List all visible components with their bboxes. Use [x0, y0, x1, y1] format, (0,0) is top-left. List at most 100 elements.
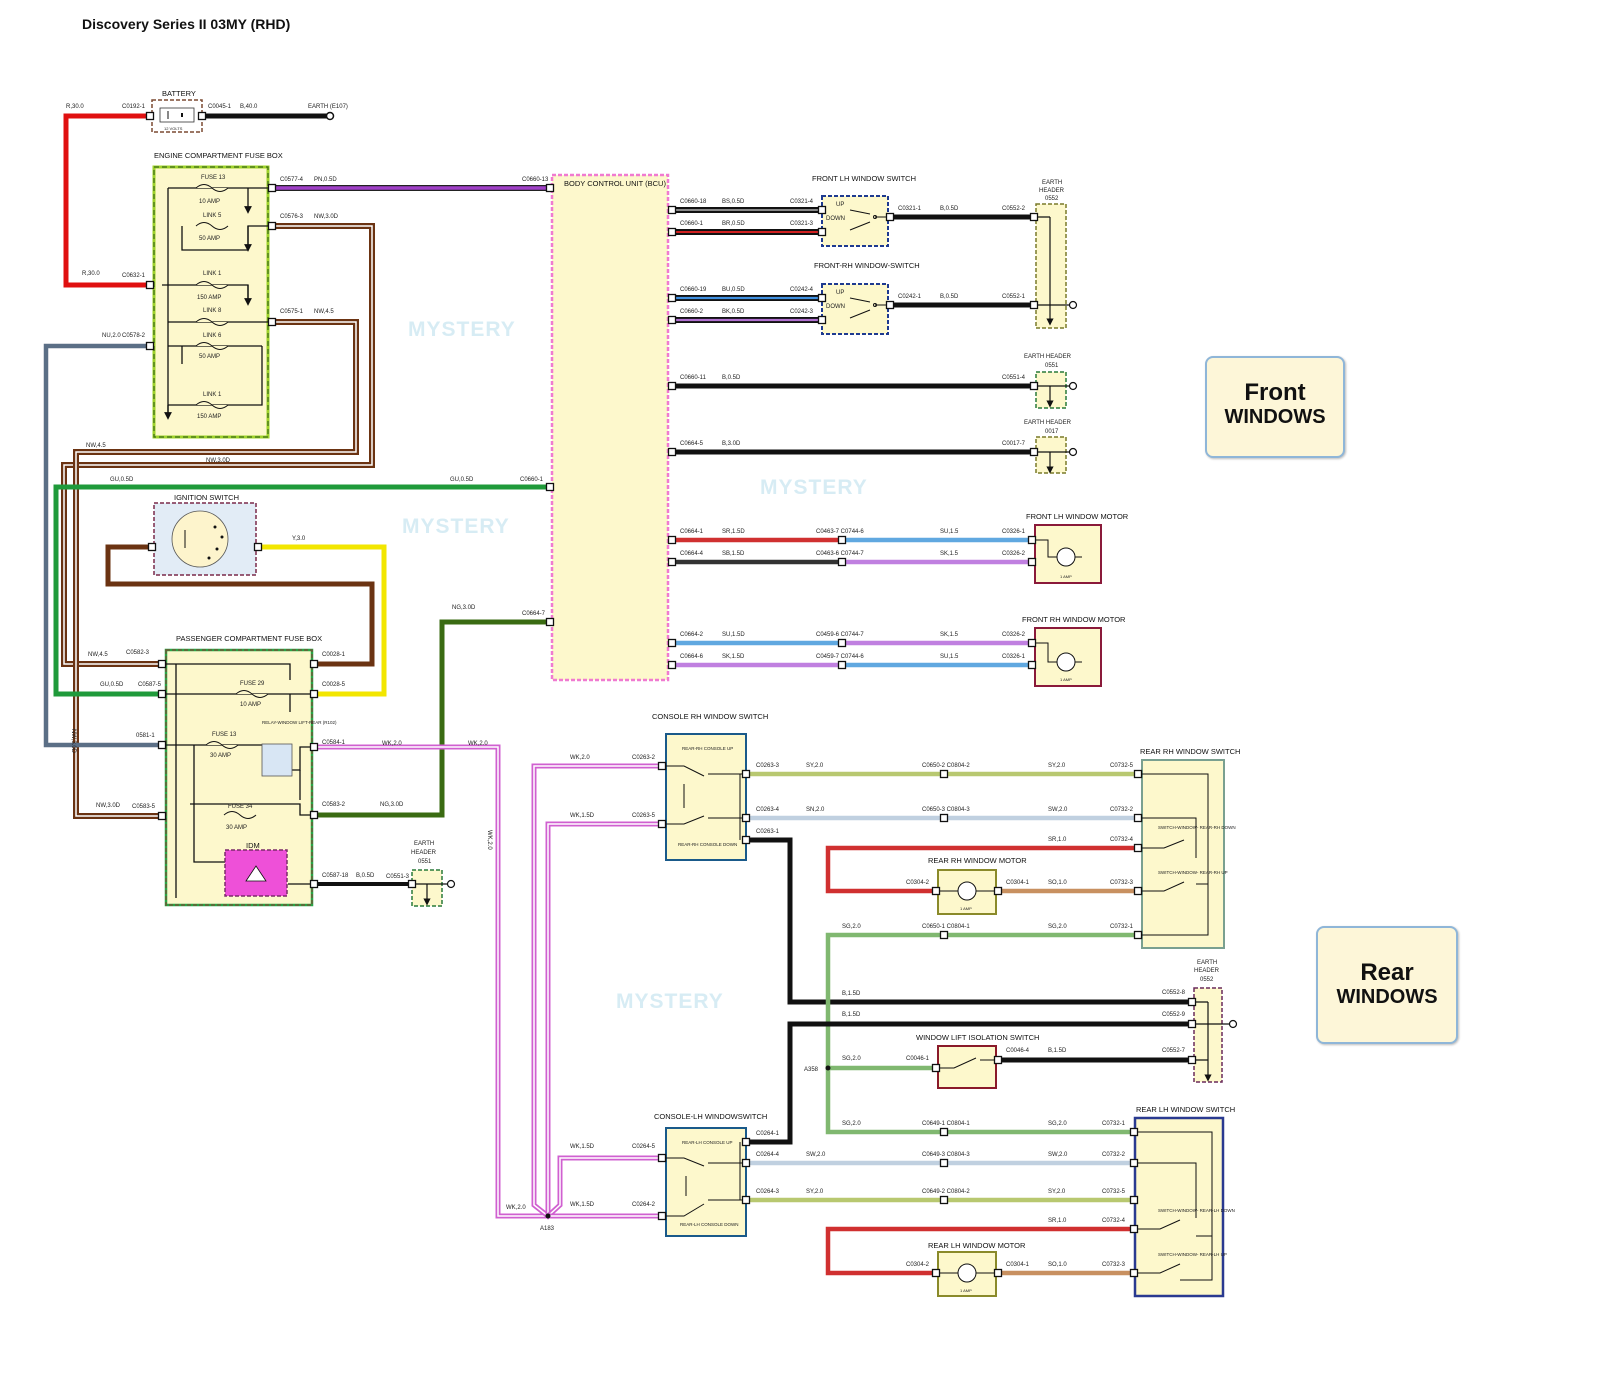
- wire-label: SY,2.0: [1048, 1189, 1066, 1195]
- front-callout-line2: WINDOWS: [1224, 406, 1326, 428]
- page-title: Discovery Series II 03MY (RHD): [82, 16, 291, 32]
- fuse-label: FUSE 29: [240, 681, 265, 687]
- fuse-amp: 50 AMP: [199, 236, 220, 242]
- connector-pin: [545, 183, 555, 193]
- wire-label: C0242-4: [790, 287, 814, 293]
- wire-label: C0551-3: [386, 874, 410, 880]
- wire-sg-loop: [825, 932, 1141, 1135]
- wires: [43, 113, 1195, 1276]
- earth-label: 0017: [1045, 429, 1059, 435]
- engine-fusebox-label: ENGINE COMPARTMENT FUSE BOX: [154, 151, 283, 160]
- wire-label: R,30.0: [66, 104, 84, 110]
- wire-label: GU,0.5D: [100, 682, 124, 688]
- wire-label: B,1.5D: [1048, 1048, 1067, 1054]
- wire-label: WK,2.0: [506, 1205, 526, 1211]
- connector-pin: [993, 886, 1003, 896]
- connector-pin: [657, 1211, 667, 1221]
- wire-label: C0732-3: [1102, 1262, 1126, 1268]
- rrh-sw-down: SWITCH-WINDOW- REAR-RH DOWN: [1158, 825, 1236, 830]
- engine-fuses: [195, 184, 229, 409]
- junction-label: A183: [540, 1226, 555, 1232]
- wire-label: C0664-2: [680, 632, 704, 638]
- frh-switch-label: FRONT-RH WINDOW-SWITCH: [814, 261, 920, 270]
- relay-label: RELAY-WINDOW LIFT-REAR (R102): [262, 720, 337, 725]
- wire-label: C0264-5: [632, 1144, 656, 1150]
- wire-label: C0552-7: [1162, 1048, 1186, 1054]
- wire-sr-rh: [825, 845, 1141, 894]
- wire-label: C0576-3: [280, 214, 304, 220]
- earth-label: 0552: [1200, 977, 1214, 983]
- wire-label: C0732-4: [1102, 1218, 1126, 1224]
- connector-pin: [837, 557, 847, 567]
- connector-pin: [1027, 535, 1037, 545]
- connector-pin: [1027, 557, 1037, 567]
- wire-label: C0264-4: [756, 1152, 780, 1158]
- wire-label: SG,2.0: [842, 1056, 861, 1062]
- wire-label: C0263-1: [756, 829, 780, 835]
- connector-pin: [993, 1055, 1003, 1065]
- watermark: MYSTERY: [760, 476, 868, 499]
- console-rh-window-switch: [665, 733, 747, 861]
- connector-pin: [1133, 930, 1143, 940]
- connector-pin: [1129, 1127, 1139, 1137]
- wire-label: C0242-3: [790, 309, 814, 315]
- wire-label: C0732-5: [1110, 763, 1134, 769]
- connector-pin: [309, 879, 319, 889]
- wire-label: C0587-18: [322, 873, 349, 879]
- wire-battery-positive: [63, 113, 153, 288]
- connector-pin: [667, 447, 677, 457]
- wire-y: [255, 544, 387, 697]
- motor-symbol: [1056, 547, 1076, 567]
- console-rh-up: REAR-RH CONSOLE UP: [682, 746, 733, 751]
- connector-pin: [931, 1063, 941, 1073]
- wire-label: C0660-1: [680, 221, 704, 227]
- wire-label: C0459-6 C0744-7: [816, 632, 864, 638]
- wire-label: C0326-1: [1002, 529, 1026, 535]
- window-lift-isolation-switch: [937, 1045, 997, 1089]
- idm-label: IDM: [246, 841, 260, 850]
- wire-label: C0650-1 C0804-1: [922, 924, 970, 930]
- motor-inner: 1 AMP: [960, 1288, 972, 1293]
- wire-label: B,40.0: [240, 104, 258, 110]
- fuse-label: LINK 6: [203, 333, 222, 339]
- frh-motor-label: FRONT RH WINDOW MOTOR: [1022, 615, 1126, 624]
- wire-label: C0584-1: [322, 740, 346, 746]
- connector-pin: [545, 482, 555, 492]
- connector-pin: [667, 535, 677, 545]
- wire-label: SU,1.5D: [722, 632, 745, 638]
- rear-callout-line1: Rear: [1360, 959, 1414, 986]
- relay-box: [261, 743, 293, 777]
- wire-label: C0263-4: [756, 807, 780, 813]
- wire-sr-lh: [825, 1226, 1137, 1276]
- wire-label: C0552-2: [1002, 206, 1026, 212]
- flh-switch-label: FRONT LH WINDOW SWITCH: [812, 174, 916, 183]
- console-rh-down: REAR-RH CONSOLE DOWN: [678, 842, 737, 847]
- wire-label: C0304-1: [1006, 1262, 1030, 1268]
- wire-label: C0552-9: [1162, 1012, 1186, 1018]
- connector-pin: [741, 1195, 751, 1205]
- earth-label: HEADER: [1039, 188, 1065, 194]
- connector-pin: [741, 1158, 751, 1168]
- wire-label: WK,2.0: [468, 741, 488, 747]
- wire-label: C0028-1: [322, 652, 346, 658]
- wire-label: C0732-5: [1102, 1189, 1126, 1195]
- wire-label: C0583-2: [322, 802, 346, 808]
- junction-label: A358: [804, 1067, 819, 1073]
- connector-pin: [939, 1127, 949, 1137]
- wire-label: C0578-2: [122, 333, 146, 339]
- rlh-sw-up: SWITCH-WINDOW- REAR-LH UP: [1158, 1252, 1227, 1257]
- wire-label: EARTH (E107): [308, 104, 348, 110]
- connector-pin: [157, 811, 167, 821]
- connector-pin: [157, 740, 167, 750]
- wire-label: SK,1.5: [940, 632, 959, 638]
- wire-label: C0664-6: [680, 654, 704, 660]
- connector-pin: [741, 813, 751, 823]
- wire-label: C0046-1: [906, 1056, 930, 1062]
- wire-label: C0577-4: [280, 177, 304, 183]
- wire-label: SW,2.0: [1048, 807, 1068, 813]
- wire-label: Y,3.0: [292, 536, 306, 542]
- wire-label: SR,1.0: [1048, 837, 1067, 843]
- rear-rh-motor-label: REAR RH WINDOW MOTOR: [928, 856, 1027, 865]
- earth-label: EARTH: [1042, 180, 1062, 186]
